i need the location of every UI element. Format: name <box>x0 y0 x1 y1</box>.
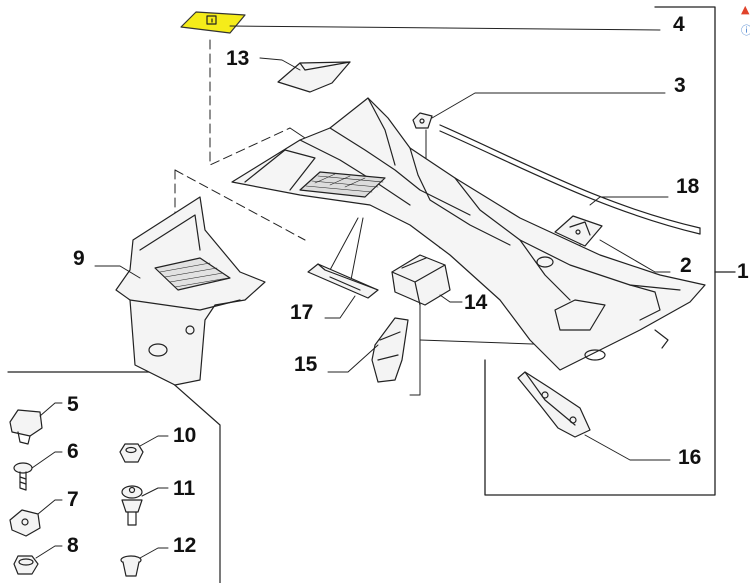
leader-7 <box>37 499 63 515</box>
bracket-part-16[interactable] <box>517 371 591 438</box>
callout-17[interactable]: 17 <box>290 301 314 324</box>
bracket-part-15[interactable] <box>371 317 409 383</box>
leader-6 <box>31 451 63 469</box>
leader-10 <box>139 435 169 447</box>
callout-8[interactable]: 8 <box>67 534 79 557</box>
leader-8 <box>35 545 63 559</box>
leader-9 <box>94 265 141 279</box>
callout-6[interactable]: 6 <box>67 440 79 463</box>
leader-18 <box>589 196 669 206</box>
leader-15 <box>327 344 379 373</box>
fastener-part-8[interactable] <box>13 555 39 575</box>
fastener-part-10[interactable] <box>119 443 144 463</box>
leader-11 <box>141 487 169 497</box>
info-icon[interactable]: ⓘ <box>741 24 750 37</box>
callout-13[interactable]: 13 <box>226 47 250 70</box>
weatherstrip-part-18[interactable] <box>439 124 701 235</box>
fasteners-boundary <box>7 371 221 584</box>
leader-2 <box>599 239 671 273</box>
warning-icon[interactable]: ▲ <box>741 3 750 16</box>
fastener-part-6[interactable] <box>13 462 33 491</box>
leader-14 <box>439 294 463 303</box>
callout-12[interactable]: 12 <box>173 534 197 557</box>
fastener-part-11[interactable] <box>121 485 143 526</box>
leader-17 <box>324 295 356 319</box>
callout-4[interactable]: 4 <box>673 13 685 36</box>
leader-5 <box>39 402 63 417</box>
leader-13 <box>259 57 301 71</box>
leader-12 <box>139 547 169 559</box>
fastener-part-5[interactable] <box>9 409 43 445</box>
callout-3[interactable]: 3 <box>674 74 686 97</box>
leader-4 <box>229 25 661 31</box>
callout-9[interactable]: 9 <box>73 247 85 270</box>
block-part-14[interactable] <box>391 254 451 306</box>
callout-1[interactable]: 1 <box>737 260 749 283</box>
clip-part-4[interactable] <box>180 11 246 34</box>
fastener-part-12[interactable] <box>120 555 142 577</box>
leader-3 <box>431 92 666 119</box>
callout-11[interactable]: 11 <box>173 477 196 500</box>
leader-16 <box>584 434 671 461</box>
callout-16[interactable]: 16 <box>678 446 702 469</box>
assembly-bracket <box>484 6 736 496</box>
callout-15[interactable]: 15 <box>294 353 318 376</box>
cowl-panel-part-1[interactable] <box>231 97 706 371</box>
callout-5[interactable]: 5 <box>67 393 79 416</box>
clip-part-3[interactable] <box>412 112 433 129</box>
cover-part-2[interactable] <box>554 215 603 247</box>
callout-7[interactable]: 7 <box>67 488 79 511</box>
callout-14[interactable]: 14 <box>464 291 488 314</box>
callout-10[interactable]: 10 <box>173 424 197 447</box>
pad-part-13[interactable] <box>277 61 351 93</box>
fastener-part-7[interactable] <box>9 509 41 537</box>
callout-18[interactable]: 18 <box>676 175 700 198</box>
bracket-part-17[interactable] <box>307 263 379 299</box>
callout-2[interactable]: 2 <box>680 254 692 277</box>
side-panel-part-9[interactable] <box>115 196 266 386</box>
